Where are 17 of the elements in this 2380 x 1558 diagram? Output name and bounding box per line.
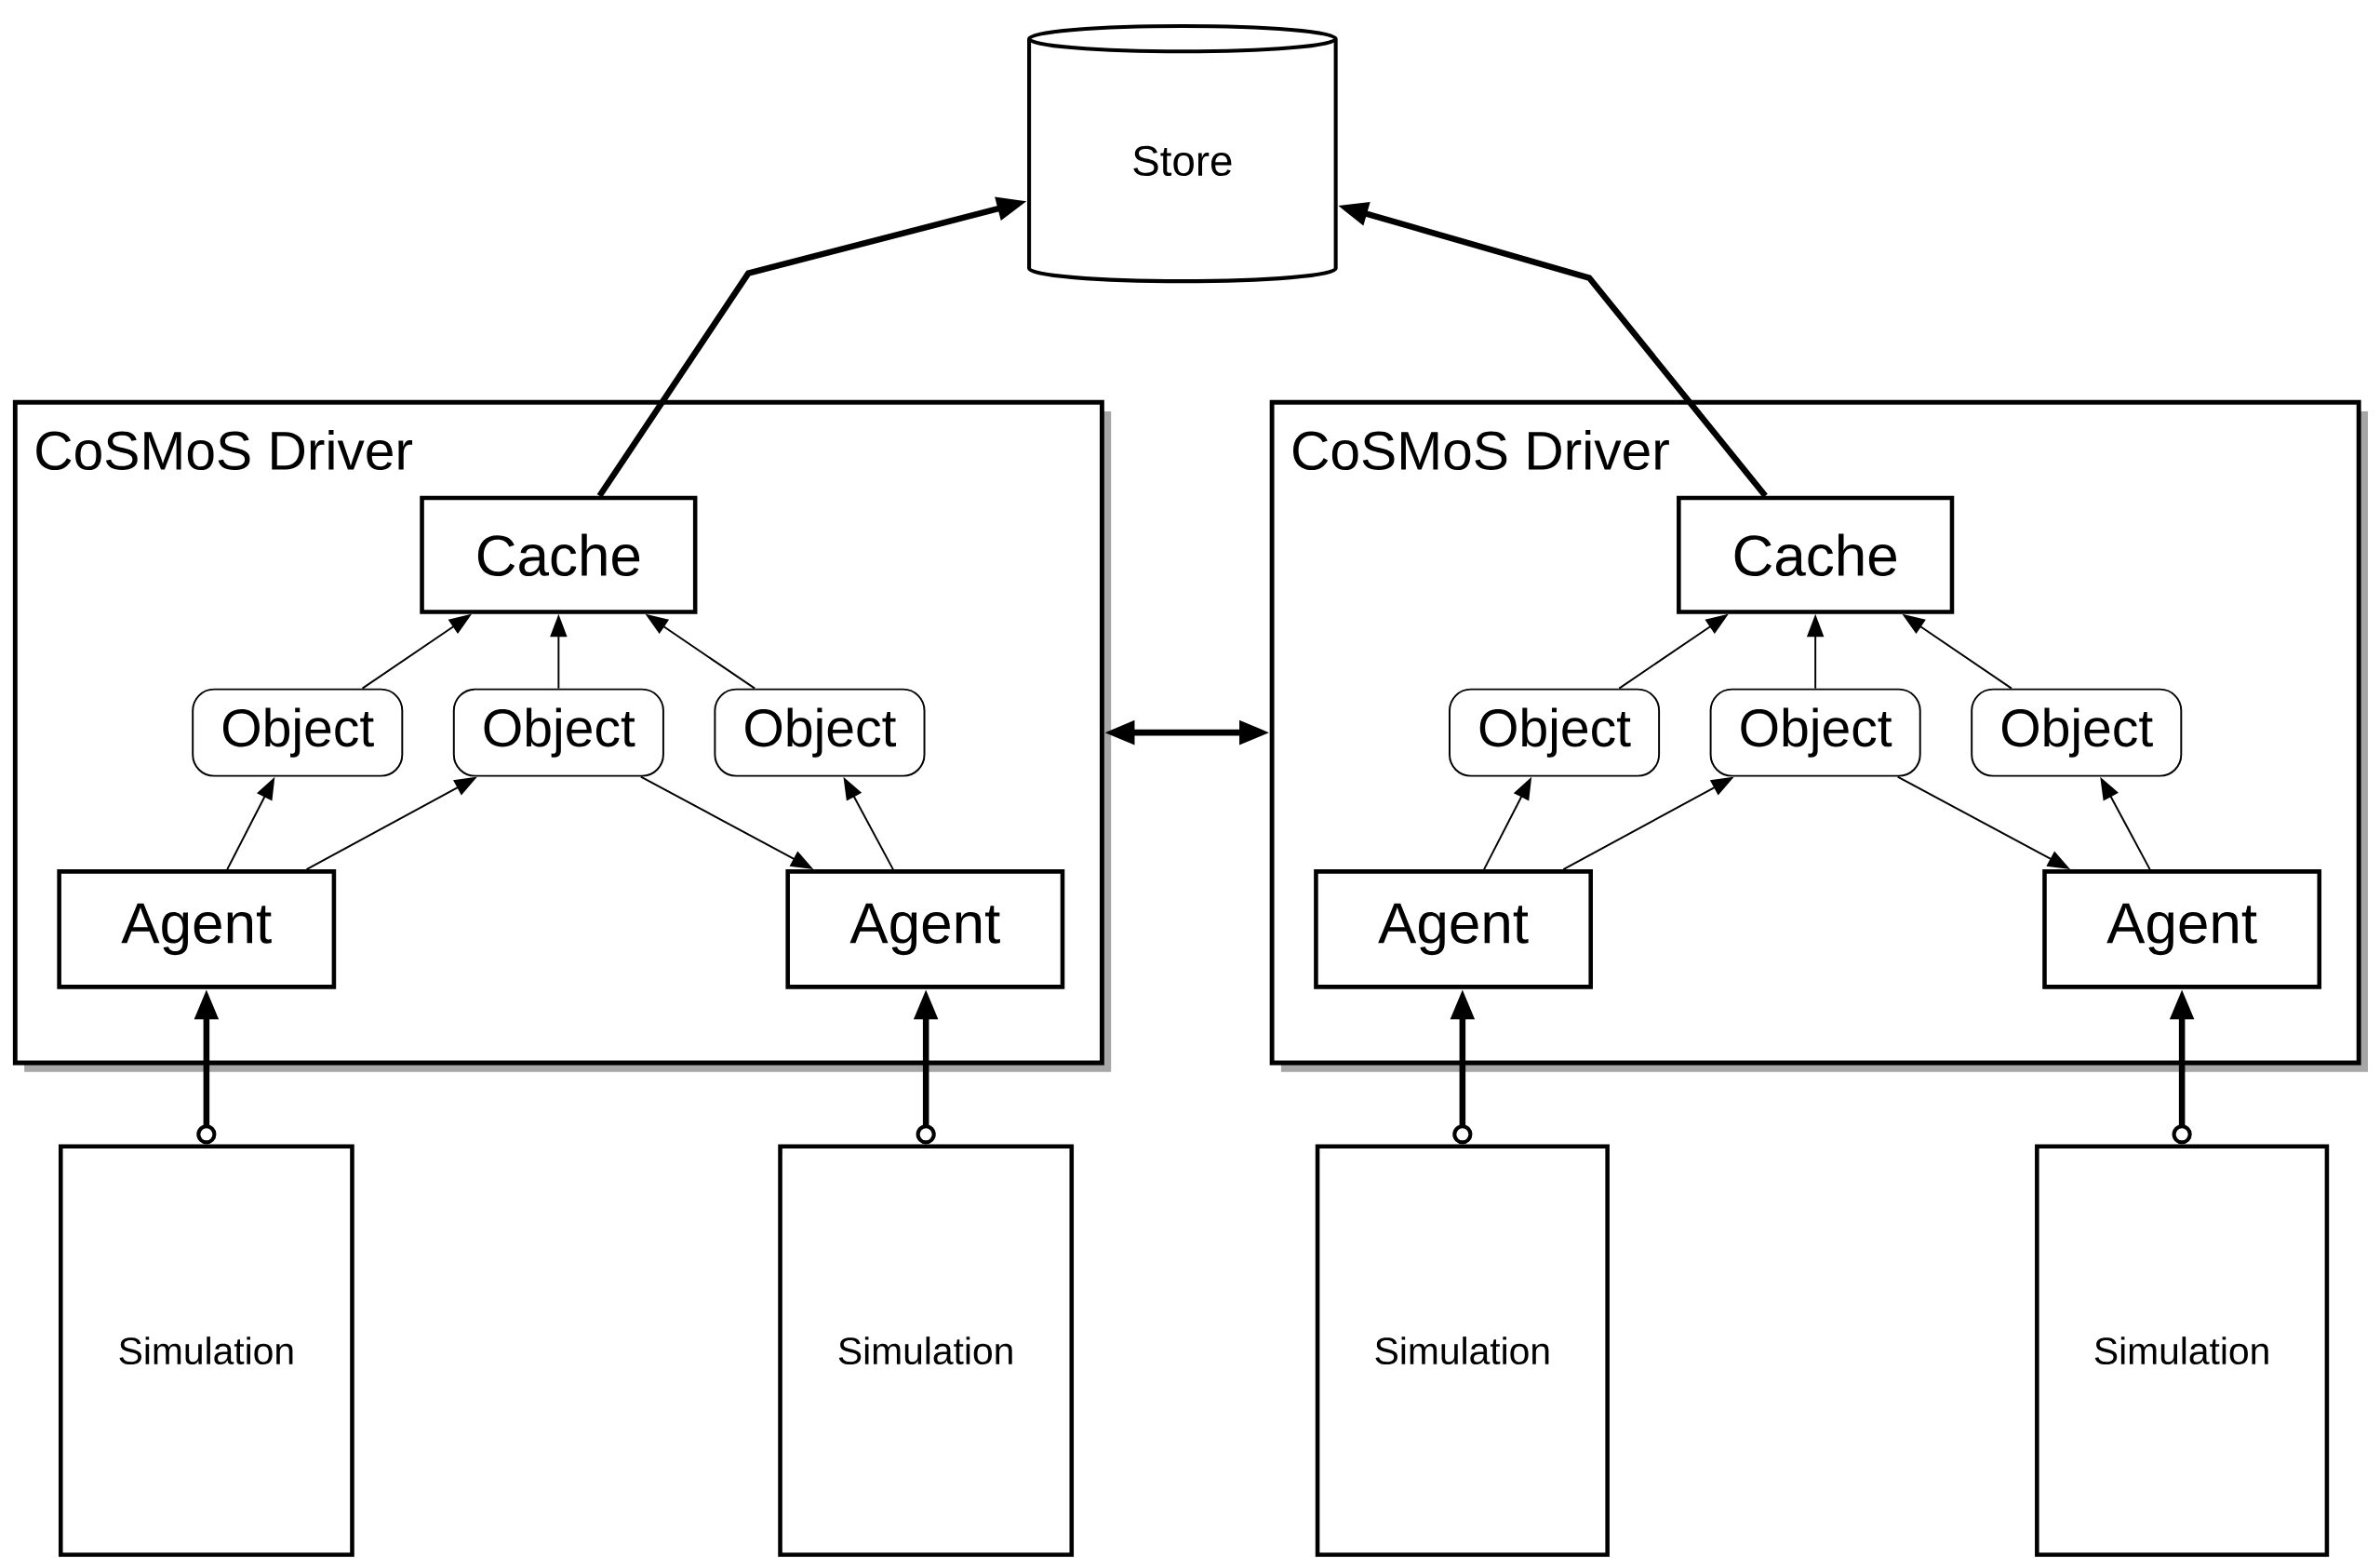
process-box: Agent [57,869,337,989]
simulation-box: Simulation [58,1144,354,1557]
process-box: Cache [420,495,698,614]
process-box: Agent [2042,869,2322,989]
simulation-box: Simulation [2035,1144,2330,1557]
object-box: Object [452,688,664,777]
object-box: Object [192,688,404,777]
object-box: Object [1971,688,2183,777]
object-box: Object [714,688,926,777]
simulation-box: Simulation [778,1144,1075,1557]
process-box: Cache [1677,495,1955,614]
object-box: Object [1449,688,1661,777]
process-box: Agent [1314,869,1593,989]
object-box: Object [1709,688,1921,777]
simulation-box: Simulation [1315,1144,1610,1557]
database-cylinder: Store [1027,24,1338,284]
process-box: Agent [785,869,1065,989]
